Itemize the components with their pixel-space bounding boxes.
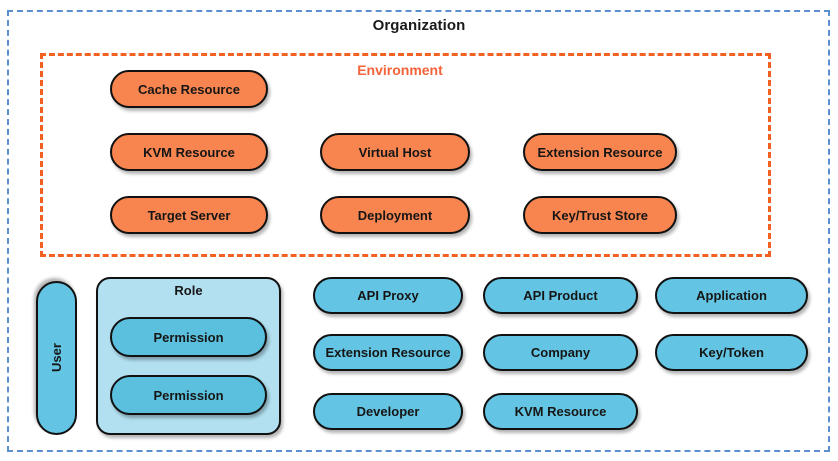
org-entity-api-proxy-label: API Proxy bbox=[357, 288, 419, 303]
org-entity-application-label: Application bbox=[696, 288, 767, 303]
env-entity-target-server-label: Target Server bbox=[147, 207, 231, 223]
user-entity-label: User bbox=[49, 343, 64, 373]
org-entity-api-proxy[interactable]: API Proxy bbox=[313, 277, 463, 314]
environment-boundary bbox=[40, 53, 771, 257]
env-entity-key-trust-store[interactable]: Key/Trust Store bbox=[523, 196, 677, 234]
permission-entity-2-label: Permission bbox=[153, 387, 224, 403]
env-entity-kvm-resource-label: KVM Resource bbox=[143, 144, 235, 160]
org-entity-key-token[interactable]: Key/Token bbox=[655, 334, 808, 371]
env-entity-cache-resource[interactable]: Cache Resource bbox=[110, 70, 268, 108]
org-entity-kvm-resource-label: KVM Resource bbox=[514, 404, 607, 419]
environment-label: Environment bbox=[357, 62, 443, 78]
env-entity-extension-resource[interactable]: Extension Resource bbox=[523, 133, 677, 171]
env-entity-target-server[interactable]: Target Server bbox=[110, 196, 268, 234]
organization-boundary bbox=[7, 10, 830, 452]
env-entity-virtual-host[interactable]: Virtual Host bbox=[320, 133, 470, 171]
permission-entity-1[interactable]: Permission bbox=[110, 317, 267, 357]
env-entity-extension-resource-label: Extension Resource bbox=[537, 144, 663, 160]
env-entity-virtual-host-label: Virtual Host bbox=[358, 144, 432, 160]
permission-entity-1-label: Permission bbox=[153, 329, 224, 345]
role-label: Role bbox=[174, 283, 203, 298]
org-entity-extension-resource-label: Extension Resource bbox=[325, 345, 451, 360]
org-entity-developer-label: Developer bbox=[356, 404, 420, 419]
org-entity-company-label: Company bbox=[530, 345, 591, 360]
org-entity-company[interactable]: Company bbox=[483, 334, 638, 371]
env-entity-kvm-resource[interactable]: KVM Resource bbox=[110, 133, 268, 171]
env-entity-key-trust-store-label: Key/Trust Store bbox=[551, 207, 649, 223]
organization-title: Organization bbox=[372, 17, 466, 34]
org-entity-api-product[interactable]: API Product bbox=[483, 277, 638, 314]
org-entity-kvm-resource[interactable]: KVM Resource bbox=[483, 393, 638, 430]
org-entity-api-product-label: API Product bbox=[523, 288, 598, 303]
permission-entity-2[interactable]: Permission bbox=[110, 375, 267, 415]
env-entity-deployment[interactable]: Deployment bbox=[320, 196, 470, 234]
org-entity-extension-resource[interactable]: Extension Resource bbox=[313, 334, 463, 371]
org-entity-application[interactable]: Application bbox=[655, 277, 808, 314]
env-entity-cache-resource-label: Cache Resource bbox=[138, 81, 240, 97]
env-entity-deployment-label: Deployment bbox=[357, 207, 433, 223]
user-entity[interactable]: User bbox=[36, 281, 77, 435]
org-entity-developer[interactable]: Developer bbox=[313, 393, 463, 430]
org-entity-key-token-label: Key/Token bbox=[699, 345, 764, 360]
